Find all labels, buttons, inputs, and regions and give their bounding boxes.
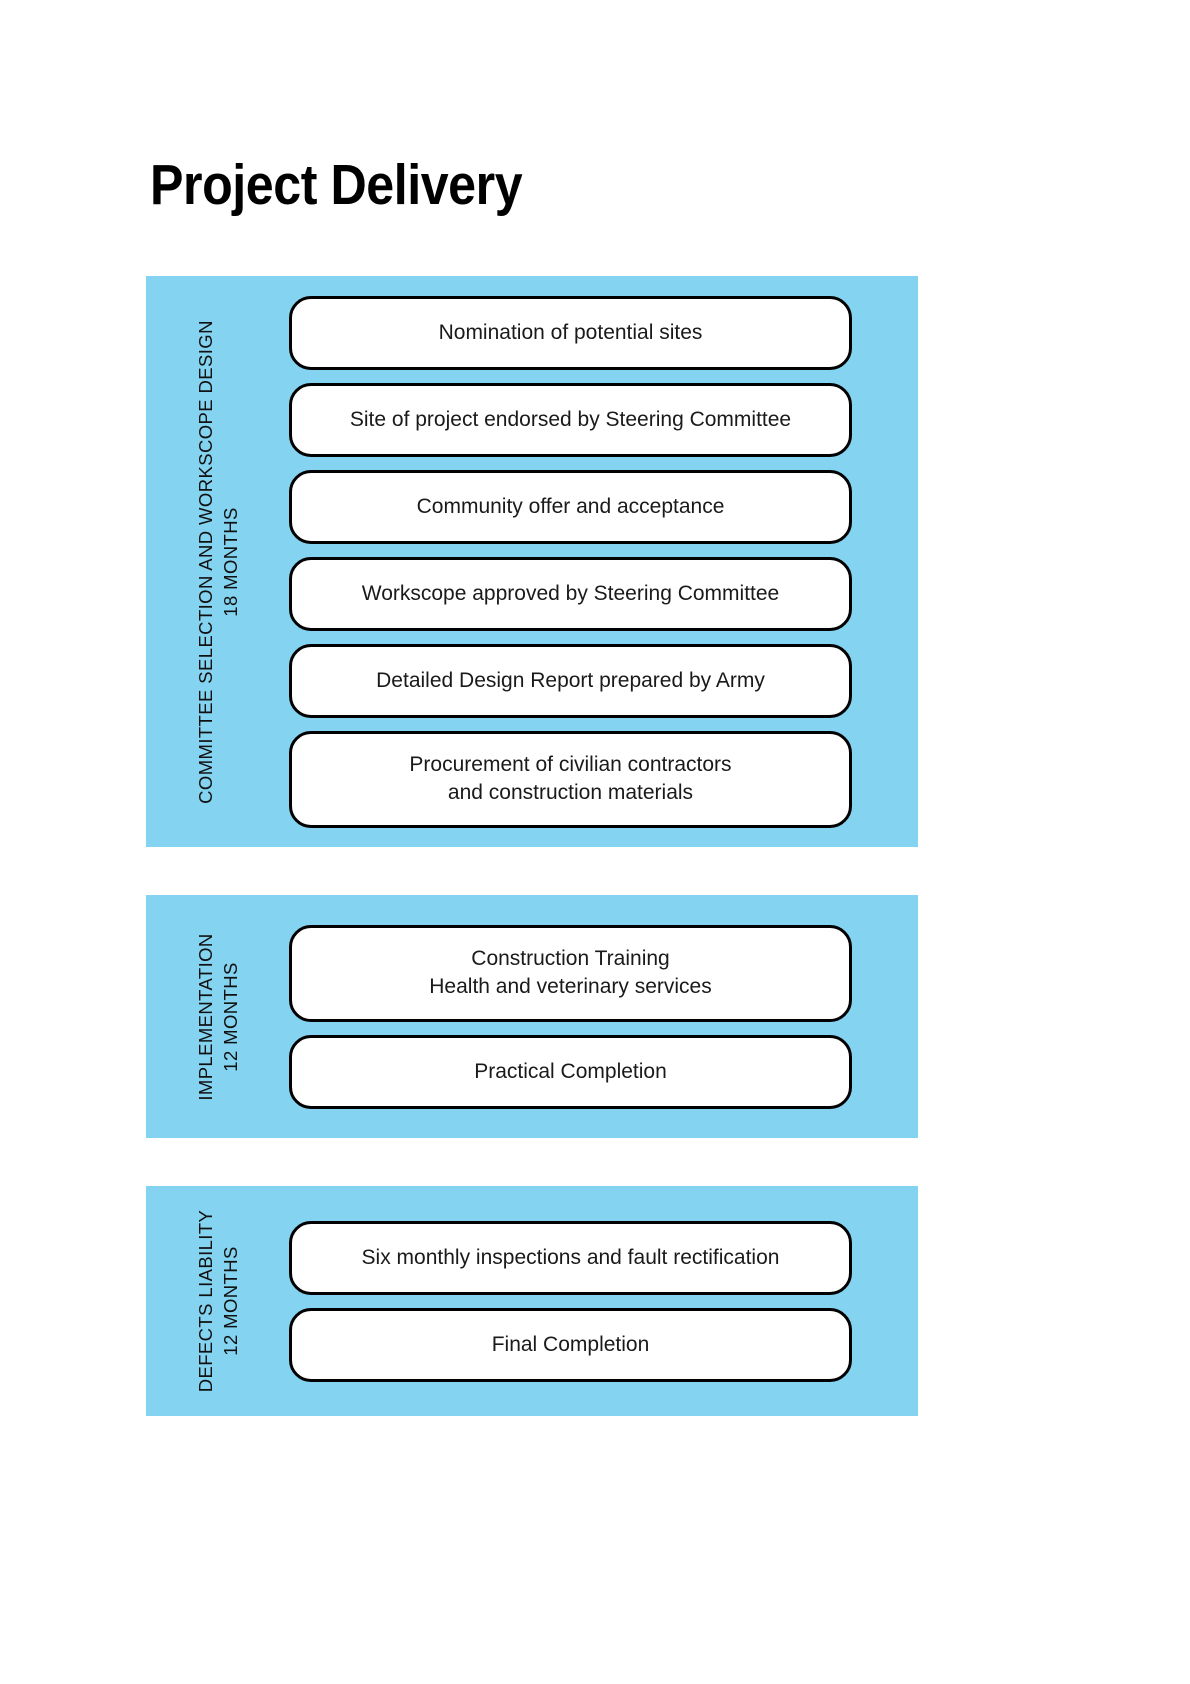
step-box[interactable]: Construction Training Health and veterin…	[289, 924, 852, 1022]
step-box[interactable]: Nomination of potential sites	[289, 295, 852, 370]
step-label: Detailed Design Report prepared by Army	[376, 668, 765, 692]
step-box[interactable]: Site of project endorsed by Steering Com…	[289, 382, 852, 457]
step-box[interactable]: Practical Completion	[289, 1034, 852, 1109]
step-box[interactable]: Six monthly inspections and fault rectif…	[289, 1220, 852, 1295]
step-label-group: Procurement of civilian contractors and …	[409, 751, 731, 807]
step-label-line1: Procurement of civilian contractors	[409, 753, 732, 776]
phase-label-column: IMPLEMENTATION 12 MONTHS	[146, 895, 289, 1138]
step-box[interactable]: Final Completion	[289, 1307, 852, 1382]
phase-label-column: COMMITTEE SELECTION AND WORKSCOPE DESIGN…	[146, 276, 289, 847]
phase-label-column: DEFECTS LIABILITY 12 MONTHS	[146, 1186, 289, 1416]
page-title: Project Delivery	[150, 153, 523, 217]
phase-label-line1: DEFECTS LIABILITY	[194, 1209, 216, 1393]
step-label: Final Completion	[491, 1332, 650, 1356]
phase-section-committee-selection: COMMITTEE SELECTION AND WORKSCOPE DESIGN…	[146, 276, 918, 847]
phase-label-line2: 18 MONTHS	[219, 506, 241, 617]
step-label: Site of project endorsed by Steering Com…	[349, 407, 792, 431]
step-label: Nomination of potential sites	[438, 320, 703, 344]
phase-label-line1: COMMITTEE SELECTION AND WORKSCOPE DESIGN	[194, 319, 216, 804]
step-box[interactable]: Detailed Design Report prepared by Army	[289, 643, 852, 718]
step-label-line1: Construction Training	[471, 947, 670, 970]
step-label: Practical Completion	[474, 1059, 667, 1083]
phase-steps-list: Construction Training Health and veterin…	[289, 895, 918, 1138]
phase-label-committee-selection: COMMITTEE SELECTION AND WORKSCOPE DESIGN…	[193, 320, 243, 804]
phase-section-defects-liability: DEFECTS LIABILITY 12 MONTHS Six monthly …	[146, 1186, 918, 1416]
phase-label-line1: IMPLEMENTATION	[194, 932, 216, 1101]
phase-steps-list: Nomination of potential sites Site of pr…	[289, 276, 918, 847]
step-label: Workscope approved by Steering Committee	[361, 581, 780, 605]
step-label-line2: Health and veterinary services	[429, 975, 712, 998]
phase-label-line2: 12 MONTHS	[219, 1246, 241, 1356]
step-label-group: Construction Training Health and veterin…	[429, 945, 711, 1001]
step-box[interactable]: Community offer and acceptance	[289, 469, 852, 544]
phase-label-line2: 12 MONTHS	[219, 961, 241, 1072]
step-label: Six monthly inspections and fault rectif…	[361, 1245, 780, 1269]
phase-steps-list: Six monthly inspections and fault rectif…	[289, 1186, 918, 1416]
step-box[interactable]: Workscope approved by Steering Committee	[289, 556, 852, 631]
phase-label-implementation: IMPLEMENTATION 12 MONTHS	[193, 933, 243, 1100]
phase-section-implementation: IMPLEMENTATION 12 MONTHS Construction Tr…	[146, 895, 918, 1138]
step-box[interactable]: Procurement of civilian contractors and …	[289, 730, 852, 828]
phase-label-defects-liability: DEFECTS LIABILITY 12 MONTHS	[193, 1210, 243, 1393]
step-label-line2: and construction materials	[447, 781, 694, 804]
step-label: Community offer and acceptance	[416, 494, 725, 518]
